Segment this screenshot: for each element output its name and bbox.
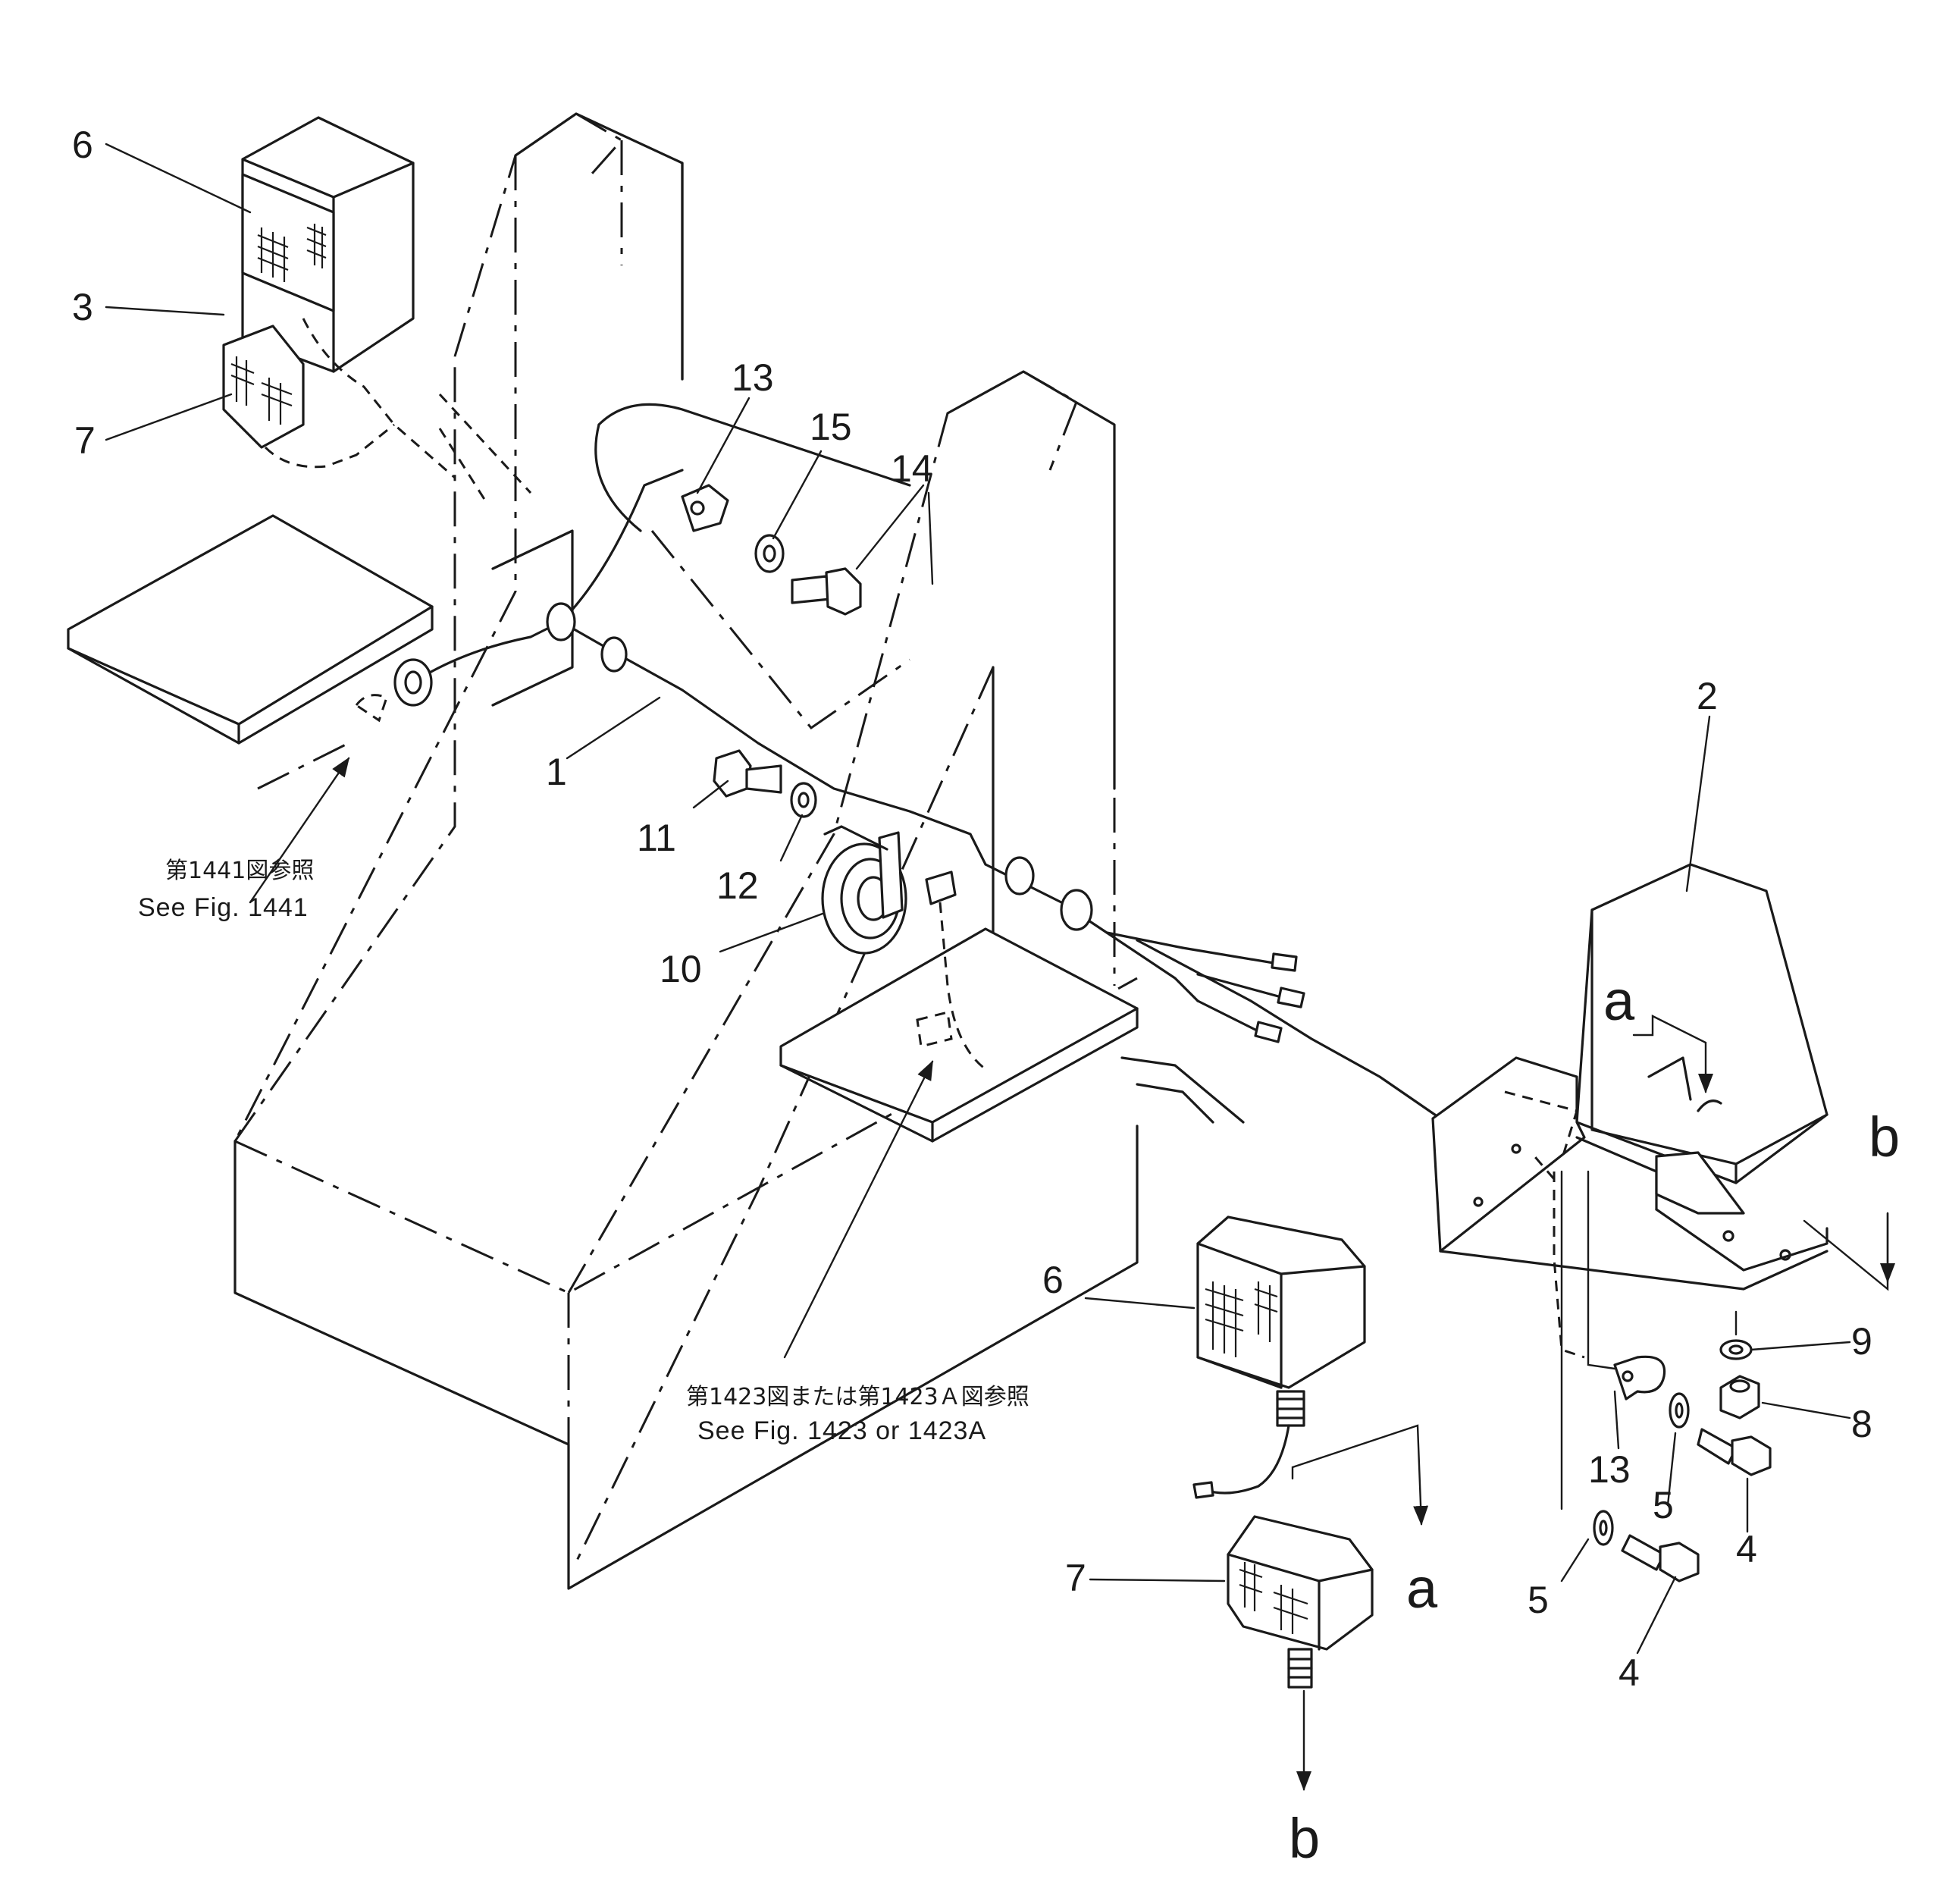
- wiring-harness: [354, 469, 1442, 1120]
- callout-2: 2: [1697, 675, 1718, 717]
- callout-4-lower: 4: [1619, 1651, 1640, 1694]
- left-lamp-assembly: [222, 116, 532, 494]
- lamp-7-lens-grid: [230, 356, 293, 425]
- callout-7-upper: 7: [74, 419, 96, 462]
- washer-9: [1719, 1339, 1753, 1360]
- view-label-b-bottom: b: [1289, 1807, 1320, 1870]
- view-label-a-bottom: a: [1406, 1557, 1438, 1620]
- detail-lamp-6: [1192, 1215, 1366, 1499]
- washer-5-lower: [1593, 1510, 1614, 1546]
- washer-12: [790, 782, 817, 818]
- detail-lamp-7: [1227, 1515, 1374, 1689]
- callout-14: 14: [891, 447, 933, 490]
- clamp-13-upper: [681, 484, 729, 532]
- callout-12: 12: [716, 864, 759, 907]
- bolt-4-lower: [1621, 1534, 1700, 1582]
- callout-6-upper: 6: [72, 124, 93, 166]
- callout-11: 11: [637, 817, 676, 859]
- callout-13-upper: 13: [732, 356, 774, 399]
- callout-15: 15: [810, 406, 852, 448]
- lamp-7-detail-grid: [1239, 1562, 1308, 1634]
- callout-1: 1: [546, 751, 567, 793]
- view-label-a-top: a: [1603, 969, 1635, 1032]
- lamp-6-lens-grid: [257, 224, 327, 282]
- view-arrow-b: [1296, 1212, 1895, 1791]
- cab-frame: [67, 112, 1245, 1590]
- reference-1441-en: See Fig. 1441: [138, 893, 309, 922]
- callout-5-lower: 5: [1528, 1579, 1549, 1621]
- callout-6-lower: 6: [1042, 1259, 1064, 1301]
- reference-1423-jp: 第1423図または第1423Ａ図参照: [686, 1384, 1029, 1410]
- clamp-13-lower: [1613, 1355, 1666, 1401]
- reference-1423-en: See Fig. 1423 or 1423A: [697, 1416, 986, 1445]
- horn-assembly: [821, 825, 907, 955]
- nut-8: [1719, 1375, 1760, 1419]
- callout-9: 9: [1851, 1320, 1872, 1363]
- bolt-11: [713, 749, 782, 798]
- reference-1441-jp: 第1441図参照: [165, 858, 314, 884]
- bolt-14: [791, 567, 862, 616]
- callout-5-upper: 5: [1653, 1484, 1674, 1526]
- washer-5-upper: [1669, 1392, 1690, 1429]
- callout-10: 10: [660, 948, 702, 990]
- view-arrow-a: [1291, 1015, 1713, 1526]
- washer-15: [754, 534, 785, 573]
- right-lamp-bracket: [1431, 863, 1828, 1359]
- leader-lines: [105, 143, 1851, 1655]
- callout-3: 3: [72, 286, 93, 328]
- callout-8: 8: [1851, 1403, 1872, 1445]
- callout-4-upper: 4: [1736, 1528, 1757, 1570]
- callout-13-lower: 13: [1588, 1448, 1631, 1491]
- bolt-4-upper: [1697, 1428, 1772, 1476]
- view-label-b-right: b: [1869, 1106, 1900, 1168]
- lamp-6-detail-grid: [1205, 1281, 1278, 1357]
- callout-7-lower: 7: [1065, 1557, 1086, 1599]
